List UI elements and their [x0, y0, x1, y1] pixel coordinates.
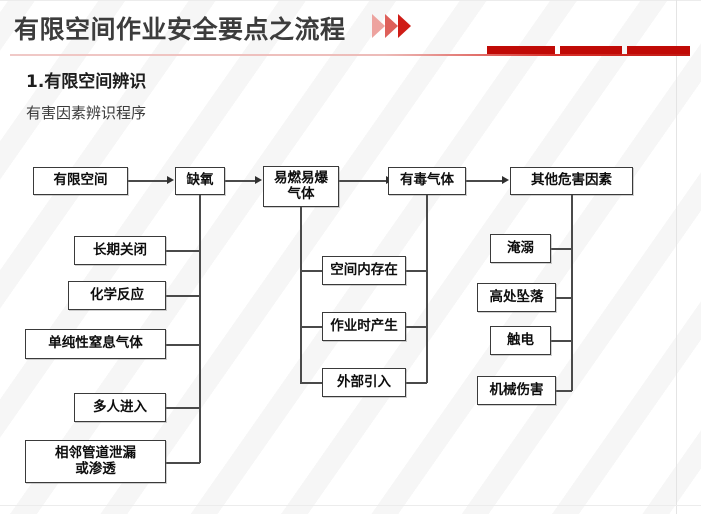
header-accent-bar-2	[560, 46, 622, 55]
stub-f3-left	[300, 382, 322, 384]
connector-n3-n4	[338, 180, 386, 182]
arrowhead-n1-n2	[167, 176, 174, 184]
page-title: 有限空间作业安全要点之流程	[14, 15, 346, 44]
flow-node-drowning[interactable]: 淹溺	[490, 234, 551, 263]
header-accent-bar-1	[487, 46, 555, 55]
flow-node-simple-asphyxiant-gas[interactable]: 单纯性窒息气体	[25, 329, 166, 359]
flow-node-oxygen-deficiency[interactable]: 缺氧	[175, 167, 225, 195]
branch-trunk-flammable	[300, 207, 302, 383]
page-right-border	[676, 0, 677, 514]
branch-trunk-oxygen	[199, 195, 201, 463]
flow-node-adjacent-pipe-leak[interactable]: 相邻管道泄漏 或渗透	[25, 440, 166, 483]
flow-node-long-term-closure[interactable]: 长期关闭	[74, 236, 166, 265]
header-accent-bar-3	[627, 46, 690, 55]
branch-trunk-toxic	[426, 195, 428, 383]
arrowhead-n4-n5	[502, 176, 509, 184]
flow-node-flammable-explosive-gas[interactable]: 易燃易爆 气体	[263, 166, 339, 207]
flow-node-chemical-reaction[interactable]: 化学反应	[68, 281, 166, 310]
connector-n1-n2	[128, 180, 167, 182]
stub-f1-left	[300, 270, 322, 272]
stub-f3-right	[406, 382, 427, 384]
stub-f2-left	[300, 326, 322, 328]
stub-o1	[166, 250, 200, 252]
flow-node-mechanical-injury[interactable]: 机械伤害	[477, 376, 556, 405]
section-heading: 1.有限空间辨识	[26, 72, 147, 92]
stub-h3	[551, 340, 572, 342]
flow-node-present-in-space[interactable]: 空间内存在	[322, 256, 406, 285]
page-top-border	[0, 0, 701, 1]
flow-node-external-introduction[interactable]: 外部引入	[322, 368, 406, 397]
flow-node-other-hazards[interactable]: 其他危害因素	[510, 167, 633, 195]
header-divider	[10, 54, 690, 56]
stub-h1	[551, 248, 572, 250]
stub-o3	[166, 344, 200, 346]
arrowhead-n2-n3	[255, 176, 262, 184]
stub-o4	[166, 407, 200, 409]
stub-o2	[166, 295, 200, 297]
flow-node-toxic-gas[interactable]: 有毒气体	[388, 167, 466, 195]
page-bottom-border	[0, 505, 701, 506]
connector-n2-n3	[225, 180, 255, 182]
stub-f1-right	[406, 270, 427, 272]
flow-node-multiple-entrants[interactable]: 多人进入	[74, 393, 166, 422]
stub-o5	[166, 462, 200, 464]
section-subtitle: 有害因素辨识程序	[26, 104, 147, 122]
slide-header: 有限空间作业安全要点之流程	[0, 8, 701, 56]
chevron-right-icon-3	[398, 14, 411, 38]
triple-chevron-right-icon	[372, 14, 432, 44]
chevron-right-icon-1	[372, 14, 385, 38]
flow-node-confined-space[interactable]: 有限空间	[33, 167, 128, 195]
stub-f2-right	[406, 326, 427, 328]
header-accent-bars	[0, 46, 701, 55]
branch-trunk-other-hazards	[571, 195, 573, 391]
connector-n4-n5	[465, 180, 502, 182]
chevron-right-icon-2	[385, 14, 398, 38]
flow-node-electric-shock[interactable]: 触电	[490, 326, 551, 355]
flow-node-fall-from-height[interactable]: 高处坠落	[477, 283, 556, 312]
stub-h2	[556, 297, 572, 299]
stub-h4	[556, 390, 572, 392]
flow-node-generated-during-work[interactable]: 作业时产生	[322, 312, 406, 341]
